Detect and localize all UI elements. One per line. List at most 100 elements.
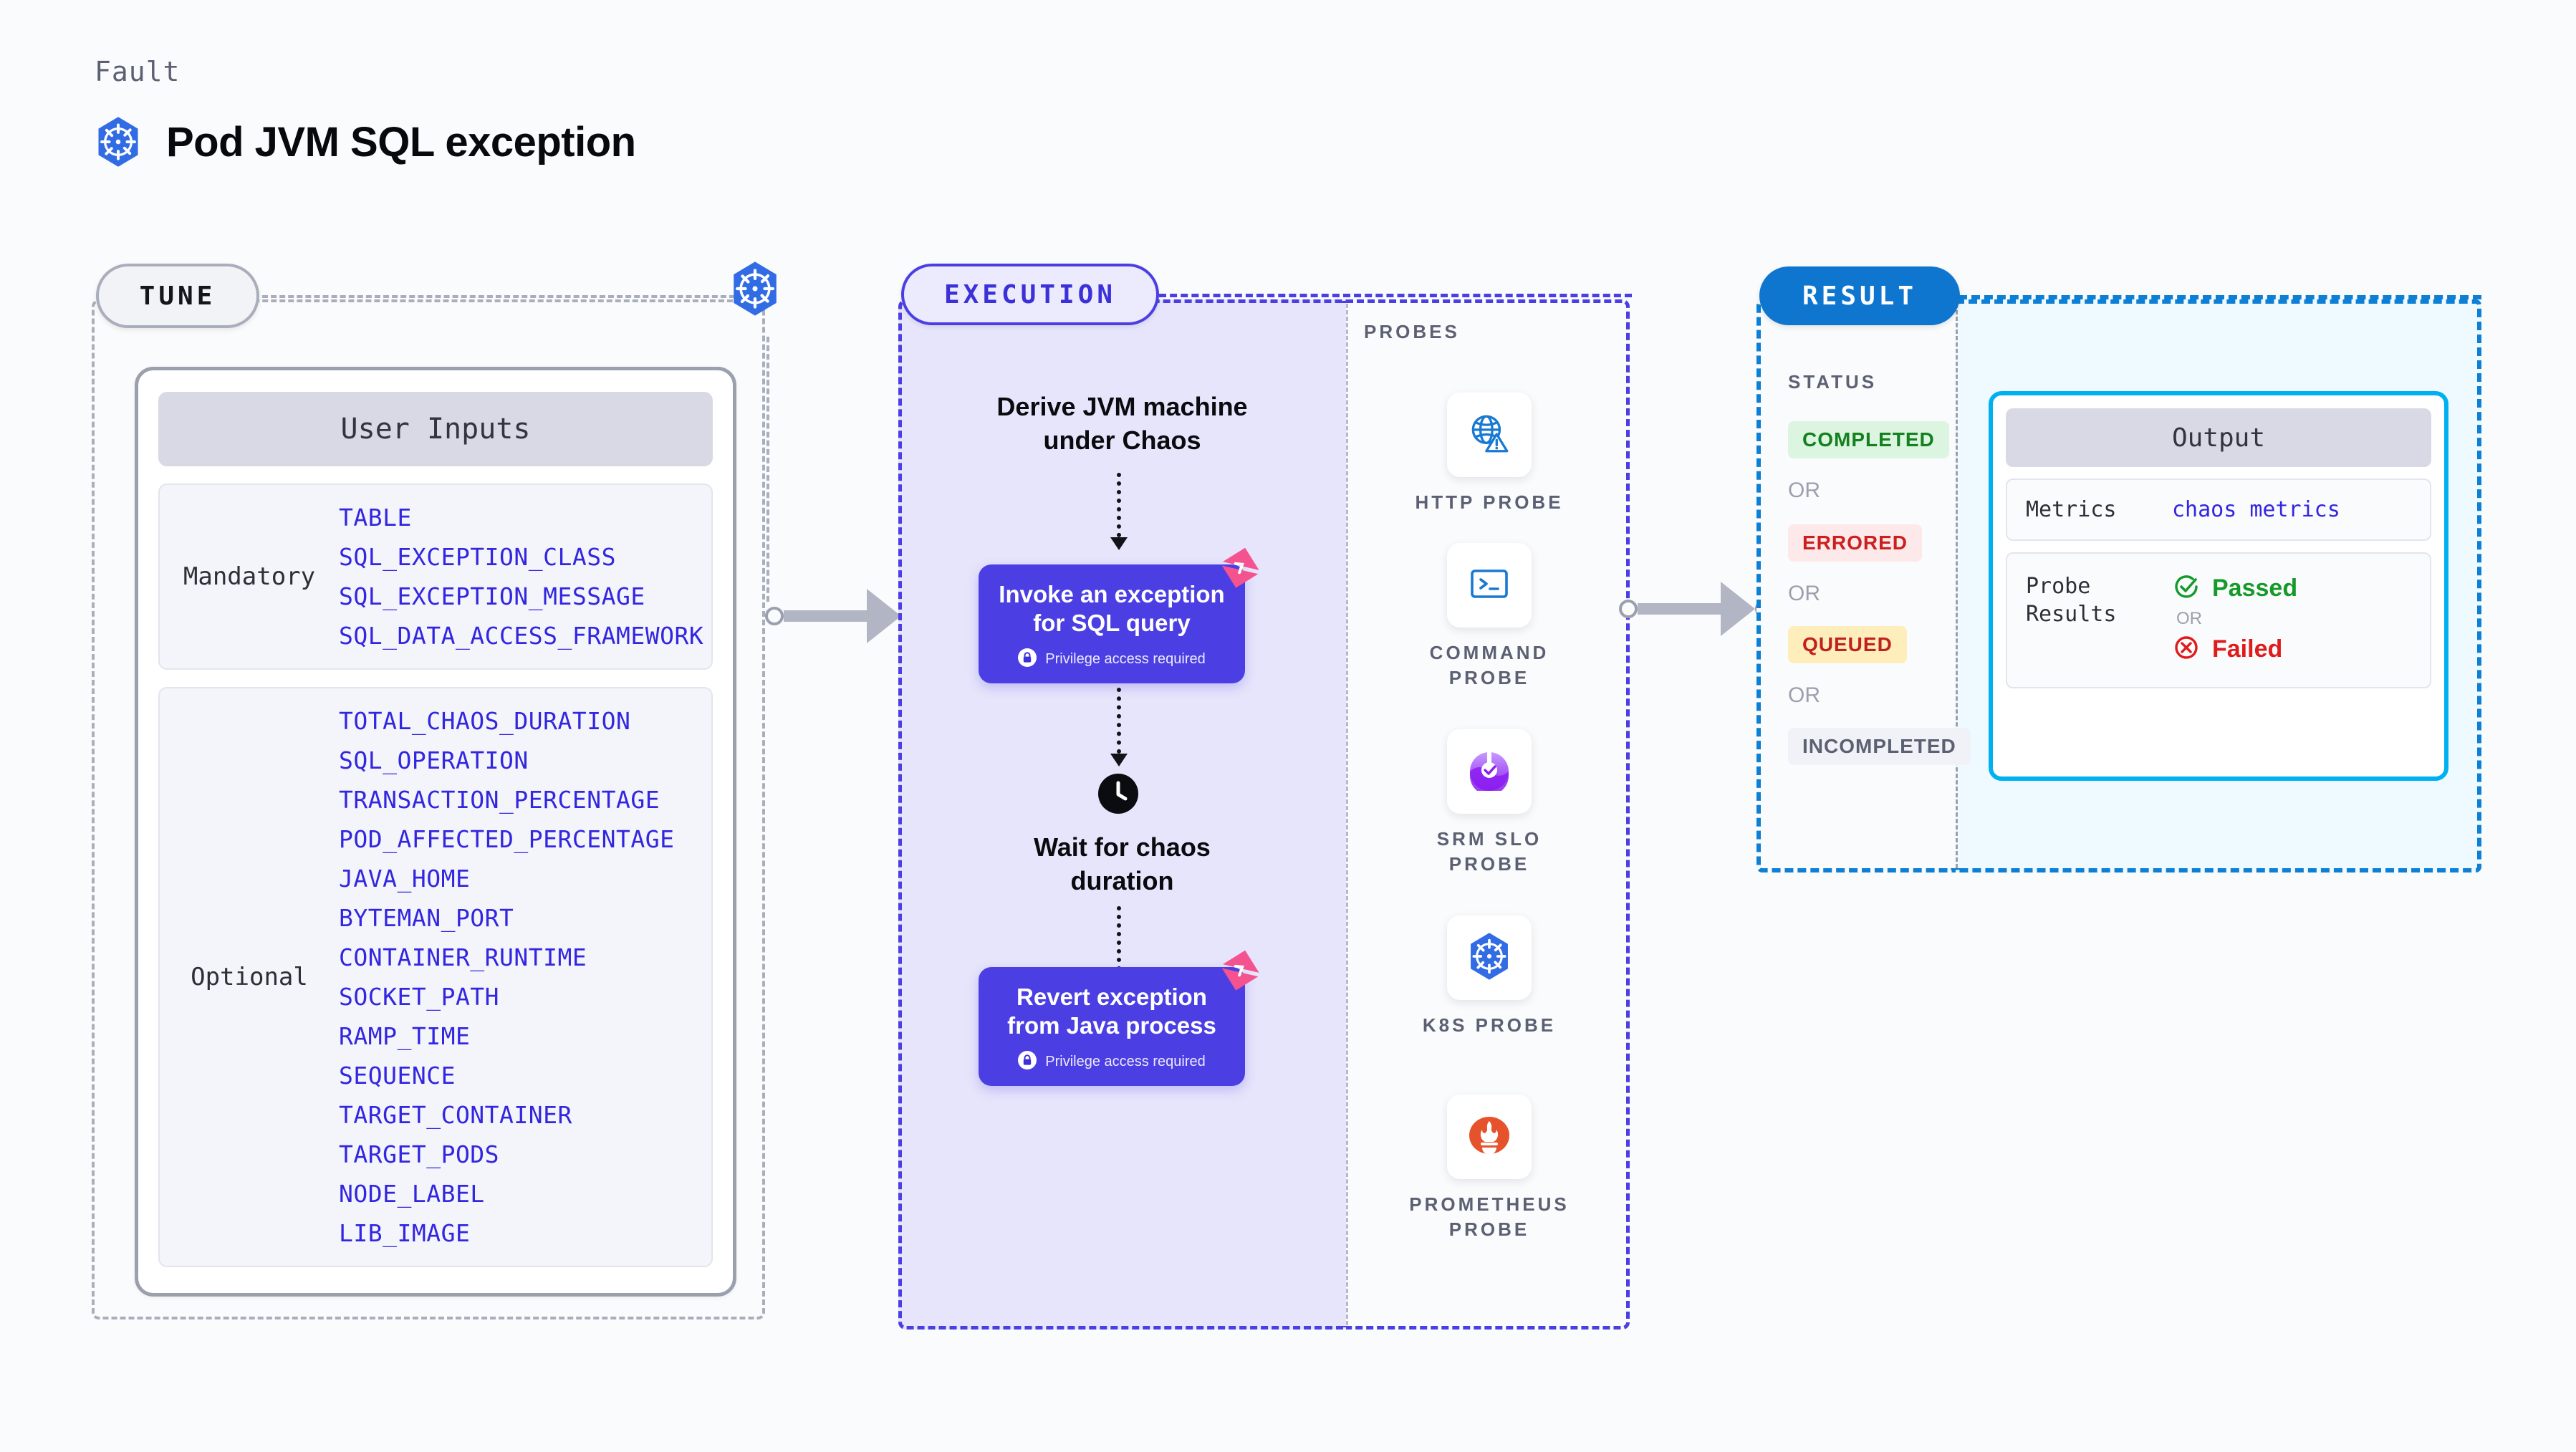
probe-prometheus[interactable]: PROMETHEUS PROBE: [1407, 1095, 1572, 1242]
param-item[interactable]: SQL_EXCEPTION_MESSAGE: [339, 582, 645, 610]
probe-label: COMMAND PROBE: [1429, 642, 1549, 689]
status-badge-completed: COMPLETED: [1788, 421, 1949, 458]
prometheus-icon: [1466, 1114, 1512, 1160]
privilege-text: Privilege access required: [1045, 1053, 1206, 1069]
step-wait-chaos-label: Wait for chaos duration: [1034, 832, 1211, 895]
flow-arrow-2: [1110, 688, 1128, 766]
page-title-row: Pod JVM SQL exception: [95, 116, 636, 168]
mandatory-items: TABLE SQL_EXCEPTION_CLASS SQL_EXCEPTION_…: [339, 504, 703, 650]
tune-connector-line: [262, 295, 735, 298]
mandatory-label: Mandatory: [183, 562, 316, 591]
probe-tile: [1447, 915, 1532, 1000]
param-item[interactable]: BYTEMAN_PORT: [339, 904, 514, 932]
mandatory-param-group: Mandatory TABLE SQL_EXCEPTION_CLASS SQL_…: [158, 484, 713, 670]
action-card-title: Revert exception from Java process: [1007, 984, 1216, 1039]
user-inputs-card: User Inputs Mandatory TABLE SQL_EXCEPTIO…: [135, 367, 736, 1297]
probe-k8s[interactable]: K8S PROBE: [1407, 915, 1572, 1038]
step-derive-jvm-label: Derive JVM machine under Chaos: [996, 392, 1248, 455]
output-card: Output Metrics chaos metrics Probe Resul…: [1989, 391, 2448, 781]
probe-result-passed: Passed: [2172, 572, 2297, 605]
status-badge-incompleted: INCOMPLETED: [1788, 728, 1971, 765]
metrics-row: Metrics chaos metrics: [2006, 479, 2431, 541]
check-circle-icon: [2172, 572, 2201, 605]
arrow-tip: [1110, 537, 1128, 550]
param-item[interactable]: RAMP_TIME: [339, 1022, 471, 1050]
param-item[interactable]: JAVA_HOME: [339, 865, 471, 893]
execution-connector-line: [1159, 294, 1632, 297]
probe-label: HTTP PROBE: [1415, 491, 1564, 513]
connector-arrow-tune-execution: [765, 589, 920, 643]
result-panels-divider: [1956, 304, 1958, 868]
failed-label: Failed: [2212, 635, 2283, 663]
param-item[interactable]: SQL_DATA_ACCESS_FRAMEWORK: [339, 622, 704, 650]
tune-badge[interactable]: TUNE: [96, 264, 259, 328]
param-item[interactable]: TOTAL_CHAOS_DURATION: [339, 707, 631, 735]
status-or-1: OR: [1788, 479, 1820, 502]
probe-result-or: OR: [2176, 609, 2202, 628]
connector-arrowhead: [1721, 582, 1755, 636]
result-badge[interactable]: RESULT: [1759, 266, 1960, 325]
probe-tile: [1447, 729, 1532, 814]
probe-srm-slo[interactable]: SRM SLO PROBE: [1407, 729, 1572, 877]
param-item[interactable]: SEQUENCE: [339, 1062, 456, 1090]
probe-results-row: Probe Results Passed OR: [2006, 552, 2431, 688]
result-connector-line: [1959, 295, 2481, 299]
optional-items: TOTAL_CHAOS_DURATION SQL_OPERATION TRANS…: [339, 707, 674, 1247]
terminal-icon: [1466, 561, 1512, 610]
param-item[interactable]: SQL_OPERATION: [339, 746, 529, 774]
status-or-3: OR: [1788, 683, 1820, 707]
kubernetes-icon: [95, 116, 142, 168]
pink-flag-icon: [1221, 950, 1262, 995]
probe-tile: [1447, 1095, 1532, 1179]
result-status-panel: [1756, 299, 1956, 872]
probe-results-key: Probe Results: [2026, 574, 2117, 627]
param-item[interactable]: SQL_EXCEPTION_CLASS: [339, 543, 616, 571]
param-item[interactable]: TRANSACTION_PERCENTAGE: [339, 786, 660, 814]
execution-probes-divider: [1346, 304, 1348, 1325]
lock-icon: [1018, 648, 1037, 670]
param-item[interactable]: SOCKET_PATH: [339, 983, 500, 1011]
action-card-title: Invoke an exception for SQL query: [999, 581, 1225, 637]
action-card-invoke-exception[interactable]: Invoke an exception for SQL query Privil…: [979, 547, 1259, 683]
tune-kubernetes-icon: [729, 261, 781, 320]
tune-k8s-drop-line: [766, 337, 769, 602]
dotted-line: [1117, 473, 1121, 537]
flow-arrow-1: [1110, 473, 1128, 550]
param-item[interactable]: TARGET_PODS: [339, 1140, 500, 1168]
connector-arrowhead: [867, 589, 901, 643]
status-badge-errored: ERRORED: [1788, 524, 1923, 562]
probes-section-label: PROBES: [1364, 321, 1460, 342]
param-item[interactable]: TARGET_CONTAINER: [339, 1101, 572, 1129]
lock-icon: [1018, 1050, 1037, 1073]
probe-command[interactable]: COMMAND PROBE: [1407, 543, 1572, 691]
passed-label: Passed: [2212, 574, 2298, 602]
probe-label: SRM SLO PROBE: [1436, 828, 1542, 875]
probe-tile: [1447, 393, 1532, 477]
connector-shaft: [1638, 603, 1722, 615]
probe-result-failed: Failed: [2172, 633, 2297, 665]
output-header: Output: [2006, 408, 2431, 467]
connector-dot: [765, 607, 784, 625]
probe-label: PROMETHEUS PROBE: [1409, 1193, 1570, 1241]
optional-param-group: Optional TOTAL_CHAOS_DURATION SQL_OPERAT…: [158, 687, 713, 1267]
param-item[interactable]: TABLE: [339, 504, 412, 532]
pink-flag-icon: [1221, 547, 1262, 592]
param-item[interactable]: POD_AFFECTED_PERCENTAGE: [339, 825, 675, 853]
execution-badge[interactable]: EXECUTION: [901, 264, 1159, 325]
srm-slo-icon: [1466, 749, 1513, 795]
connector-arrow-execution-result: [1619, 582, 1774, 636]
metrics-value[interactable]: chaos metrics: [2172, 497, 2340, 522]
user-inputs-header: User Inputs: [158, 392, 713, 466]
privilege-row: Privilege access required: [990, 1050, 1234, 1073]
optional-label: Optional: [191, 963, 308, 991]
param-item[interactable]: LIB_IMAGE: [339, 1219, 471, 1247]
connector-shaft: [784, 610, 868, 622]
probe-http[interactable]: HTTP PROBE: [1407, 393, 1572, 515]
probe-label: K8S PROBE: [1422, 1014, 1557, 1036]
globe-warning-icon: [1466, 410, 1513, 461]
param-item[interactable]: CONTAINER_RUNTIME: [339, 943, 587, 971]
action-card-revert-exception[interactable]: Revert exception from Java process Privi…: [979, 950, 1259, 1086]
privilege-row: Privilege access required: [990, 648, 1234, 670]
param-item[interactable]: NODE_LABEL: [339, 1180, 485, 1208]
